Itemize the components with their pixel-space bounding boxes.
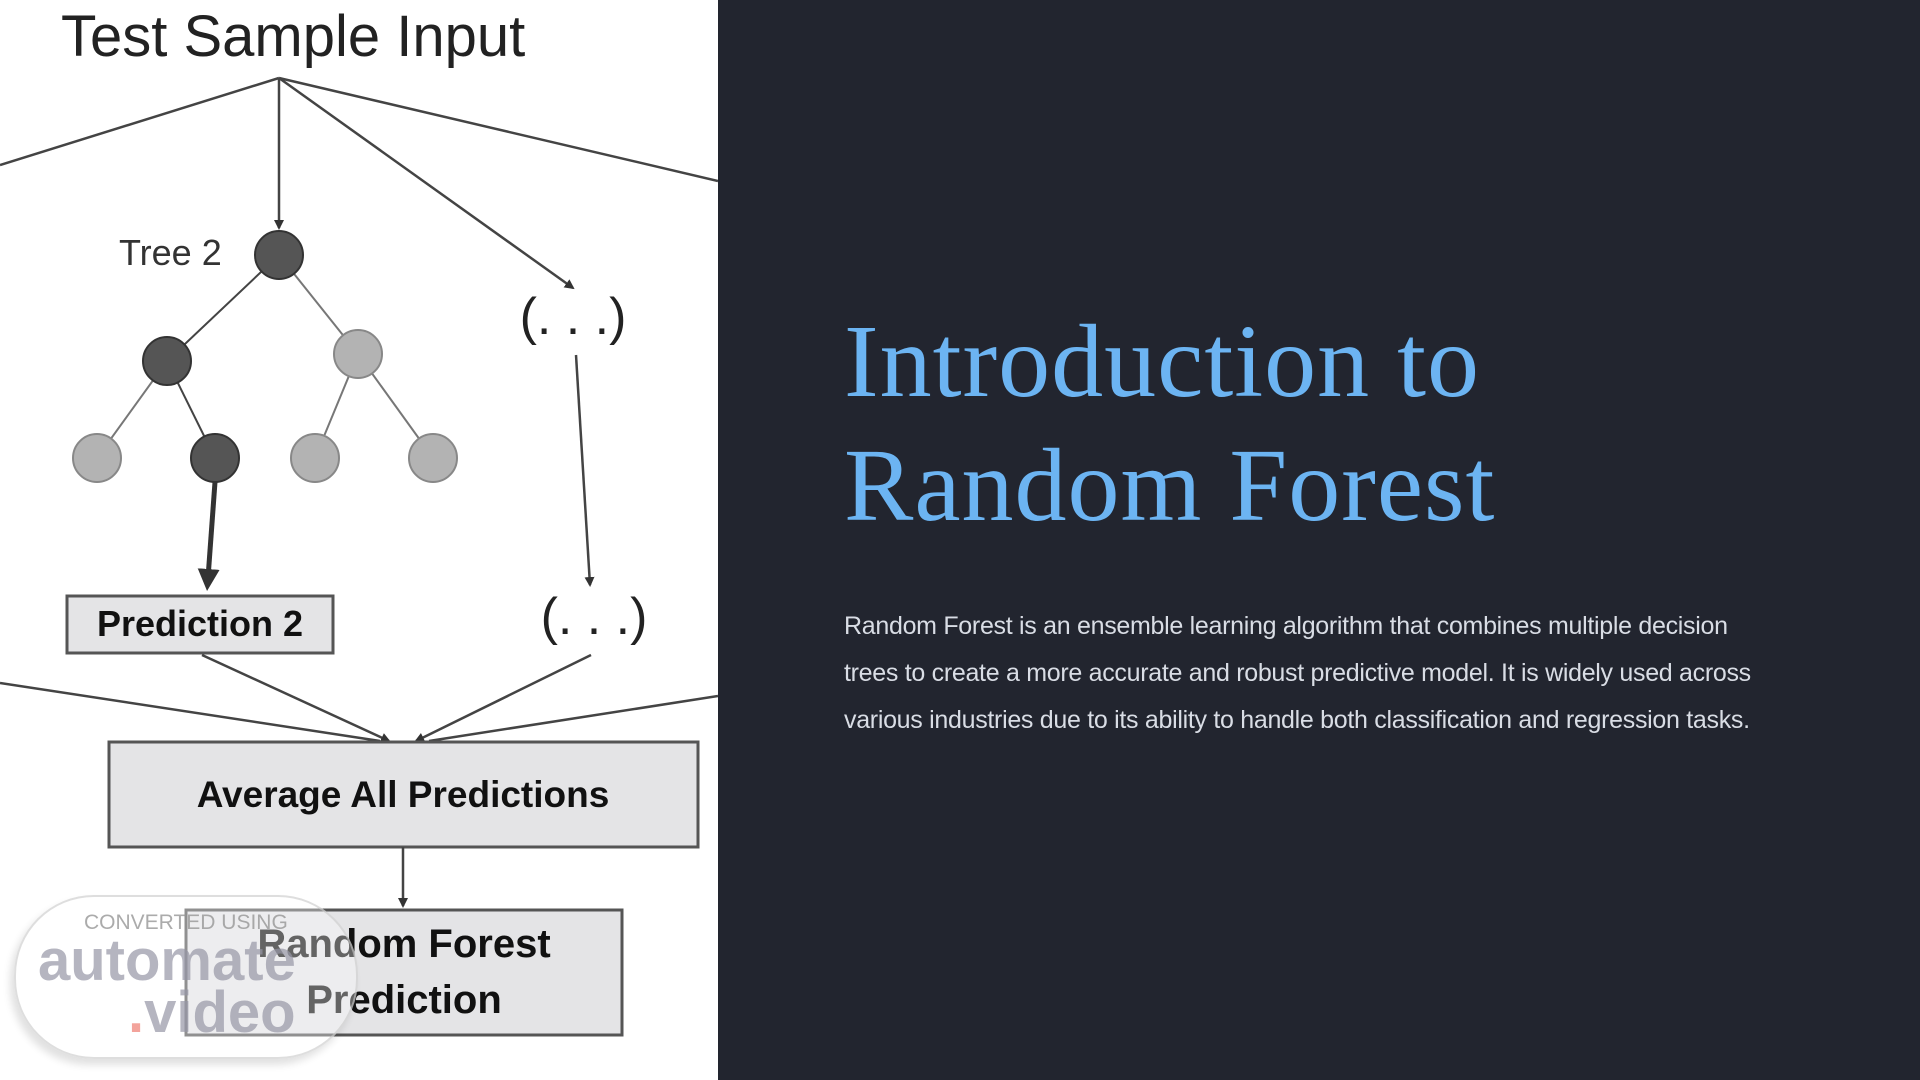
input-label: Test Sample Input xyxy=(61,4,525,69)
ellipsis-bottom: (. . .) xyxy=(541,588,648,646)
watermark-video-text: video xyxy=(144,980,296,1045)
leaf-arrow xyxy=(197,481,220,591)
tree-label: Tree 2 xyxy=(119,232,222,273)
tree-node xyxy=(72,433,122,483)
watermark-converted: CONVERTED USING xyxy=(84,911,288,934)
slide-title: Introduction to Random Forest xyxy=(844,300,1495,548)
prediction-box xyxy=(65,594,335,655)
average-label: Average All Predictions xyxy=(197,774,610,815)
final-prediction-box xyxy=(184,908,624,1037)
tree-node xyxy=(190,433,240,483)
tree-node xyxy=(408,433,458,483)
average-box xyxy=(107,740,700,849)
ellipsis-arrow xyxy=(574,354,595,587)
tree-node xyxy=(333,329,383,379)
watermark-logo: CONVERTED USING automate .video xyxy=(14,895,358,1059)
aggregate-edges xyxy=(0,653,718,743)
tree-node-root xyxy=(254,230,304,280)
slide-body: Random Forest is an ensemble learning al… xyxy=(844,612,1751,734)
title-line-2: Random Forest xyxy=(844,428,1496,543)
watermark-video: .video xyxy=(128,980,296,1045)
watermark-brand: automate xyxy=(38,928,296,993)
title-line-1: Introduction to xyxy=(844,304,1481,419)
ellipsis-top: (. . .) xyxy=(520,288,627,346)
tree-node xyxy=(290,433,340,483)
random-forest-diagram: Test Sample Input Tree 2 (. . .) (. . .)… xyxy=(0,0,718,1080)
prediction-label: Prediction 2 xyxy=(97,603,303,644)
tree-nodes xyxy=(72,230,458,483)
input-edges xyxy=(0,76,718,290)
tree-node xyxy=(142,336,192,386)
